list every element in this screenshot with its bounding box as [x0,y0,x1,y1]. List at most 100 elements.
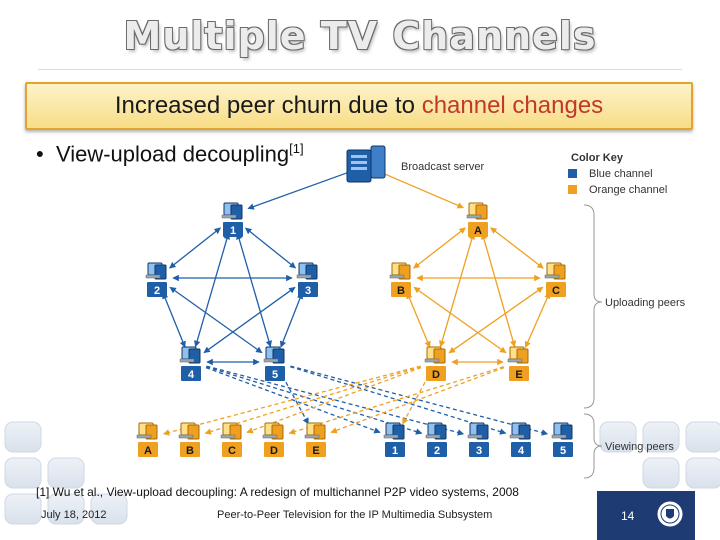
blue-viewer-4-label: 4 [518,445,525,457]
blue-uploader-5-badge [265,366,285,381]
orange-viewer-B-label: B [186,445,194,457]
callout-highlight: channel changes [421,92,604,119]
blue-viewer-2-label: 2 [434,445,440,457]
callout-text: Increased peer churn due to [114,92,422,119]
blue-viewer-3-label: 3 [476,445,482,457]
blue-view-link [205,366,381,434]
orange-mesh-link [524,292,551,348]
blue-view-link [290,365,549,436]
background-tiles [4,421,720,525]
bullet-text: View-upload decoupling [55,141,290,167]
orange-mesh-link [413,227,466,269]
orange-mesh-link [406,292,431,348]
bullet-point: • View-upload decoupling[1] [36,141,304,167]
blue-uploader-1-label: 1 [230,225,236,237]
blue-uploader-2-badge [147,282,167,297]
orange-uploader-A-label: A [474,225,482,237]
citation-ref: [1] [289,141,304,156]
orange-uploader-C-label: C [552,285,560,297]
color-key-title: Color Key [571,152,624,164]
blue-channel-links [162,170,549,436]
blue-uploader-5-label: 5 [272,369,278,381]
blue-key-label: Blue channel [589,168,653,180]
blue-mesh-link [193,232,231,348]
orange-view-link [204,366,421,435]
orange-viewer-B: B [178,422,200,457]
orange-mesh-link [490,227,544,269]
orange-uploader-D: D [424,346,446,381]
blue-uploader-3-badge [298,282,318,297]
blue-viewer-1-badge [385,442,405,457]
orange-key-swatch [568,185,577,194]
blue-key-swatch [568,169,577,178]
orange-view-link [330,367,505,434]
orange-uploader-E: E [507,346,529,381]
orange-uploader-C: C [544,262,566,297]
blue-uploader-4-label: 4 [188,369,195,381]
orange-viewer-B-badge [180,442,200,457]
orange-viewer-C: C [220,422,242,457]
blue-uploader-5: 5 [263,346,285,381]
orange-viewer-D: D [262,422,284,457]
blue-viewer-2: 2 [425,422,447,457]
university-seal-icon [656,500,684,528]
server-to-blue-link [247,170,352,210]
footer-title: Peer-to-Peer Television for the IP Multi… [217,509,493,521]
orange-view-link [288,366,504,435]
orange-uploader-B: B [389,262,411,297]
blue-uploader-1-badge [223,222,243,237]
blue-mesh-link [203,286,296,354]
blue-uploader-4: 4 [179,346,201,381]
callout-box: Increased peer churn due to channel chan… [25,82,693,130]
viewing-peers-bracket [583,413,603,479]
orange-uploader-D-label: D [432,369,440,381]
broadcast-server-icon [346,145,386,183]
orange-viewer-C-label: C [228,445,236,457]
viewing-peers-label: Viewing peers [605,441,674,453]
blue-mesh-link [235,232,273,348]
blue-viewer-1-label: 1 [392,445,398,457]
blue-uploader-3: 3 [296,262,318,297]
uploading-peers-bracket [583,204,603,409]
bullet-marker: • [36,141,44,167]
blue-viewer-5-badge [553,442,573,457]
orange-viewer-E-label: E [312,445,319,457]
orange-viewer-D-label: D [270,445,278,457]
blue-mesh-link [169,227,221,269]
blue-viewer-4-badge [511,442,531,457]
blue-view-link [290,366,507,435]
orange-uploader-A-badge [468,222,488,237]
blue-mesh-link [279,292,304,348]
blue-viewer-3: 3 [467,422,489,457]
orange-viewer-A-label: A [144,445,152,457]
slide-title: Multiple TV Channels [123,14,597,58]
blue-mesh-link [244,227,297,269]
orange-uploader-E-label: E [515,369,522,381]
orange-uploader-D-badge [426,366,446,381]
orange-viewer-A: A [136,422,158,457]
blue-cross-link [282,375,309,425]
orange-mesh-link [438,232,476,348]
blue-uploader-2-label: 2 [154,285,160,297]
orange-cross-link [402,375,429,425]
orange-uploader-E-badge [509,366,529,381]
server-to-orange-link [380,171,464,209]
orange-channel-links [162,171,551,436]
blue-viewer-4: 4 [509,422,531,457]
broadcast-server-label: Broadcast server [401,161,484,173]
orange-uploader-A: A [466,202,488,237]
orange-mesh-link [448,286,544,354]
blue-viewer-2-badge [427,442,447,457]
uploading-peers-label: Uploading peers [605,297,686,309]
blue-uploader-2: 2 [145,262,167,297]
blue-viewer-1: 1 [383,422,405,457]
blue-view-link [206,365,465,436]
orange-view-link [246,366,422,434]
blue-view-link [206,366,423,435]
orange-viewer-A-badge [138,442,158,457]
orange-uploader-C-badge [546,282,566,297]
orange-key-label: Orange channel [589,184,667,196]
orange-viewer-E: E [304,422,326,457]
